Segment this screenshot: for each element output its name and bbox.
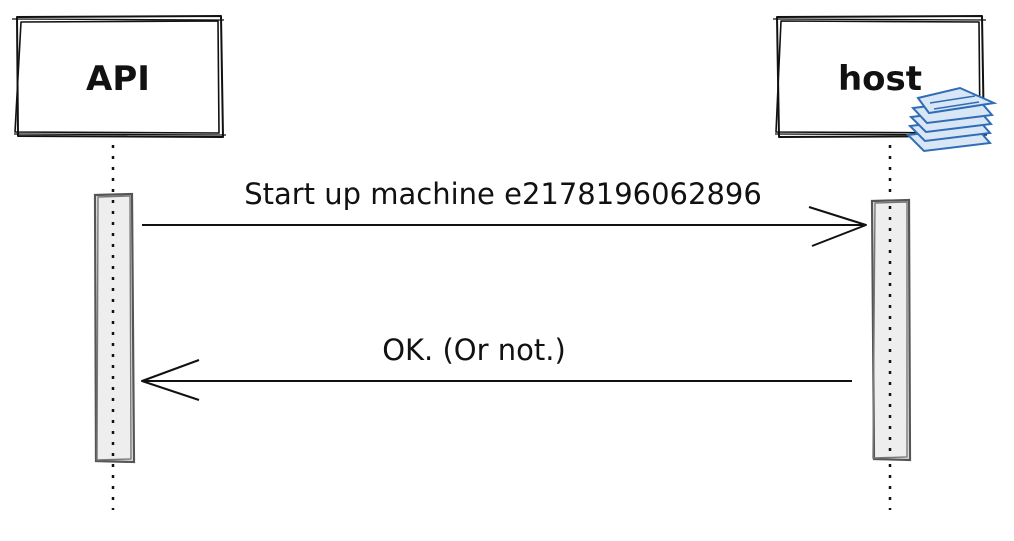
participant-api-label: API	[86, 59, 150, 99]
activation-bar-api	[93, 192, 136, 464]
stacked-documents-icon	[905, 86, 998, 153]
participant-host: host	[772, 15, 998, 153]
participant-host-label: host	[838, 59, 922, 99]
message-start-machine: Start up machine e2178196062896	[142, 177, 867, 247]
message-ok-response-label: OK. (Or not.)	[382, 333, 566, 367]
participant-api: API	[11, 15, 227, 138]
message-ok-response: OK. (Or not.)	[141, 333, 852, 401]
activation-bar-host	[870, 198, 912, 462]
message-start-machine-label: Start up machine e2178196062896	[244, 177, 762, 211]
